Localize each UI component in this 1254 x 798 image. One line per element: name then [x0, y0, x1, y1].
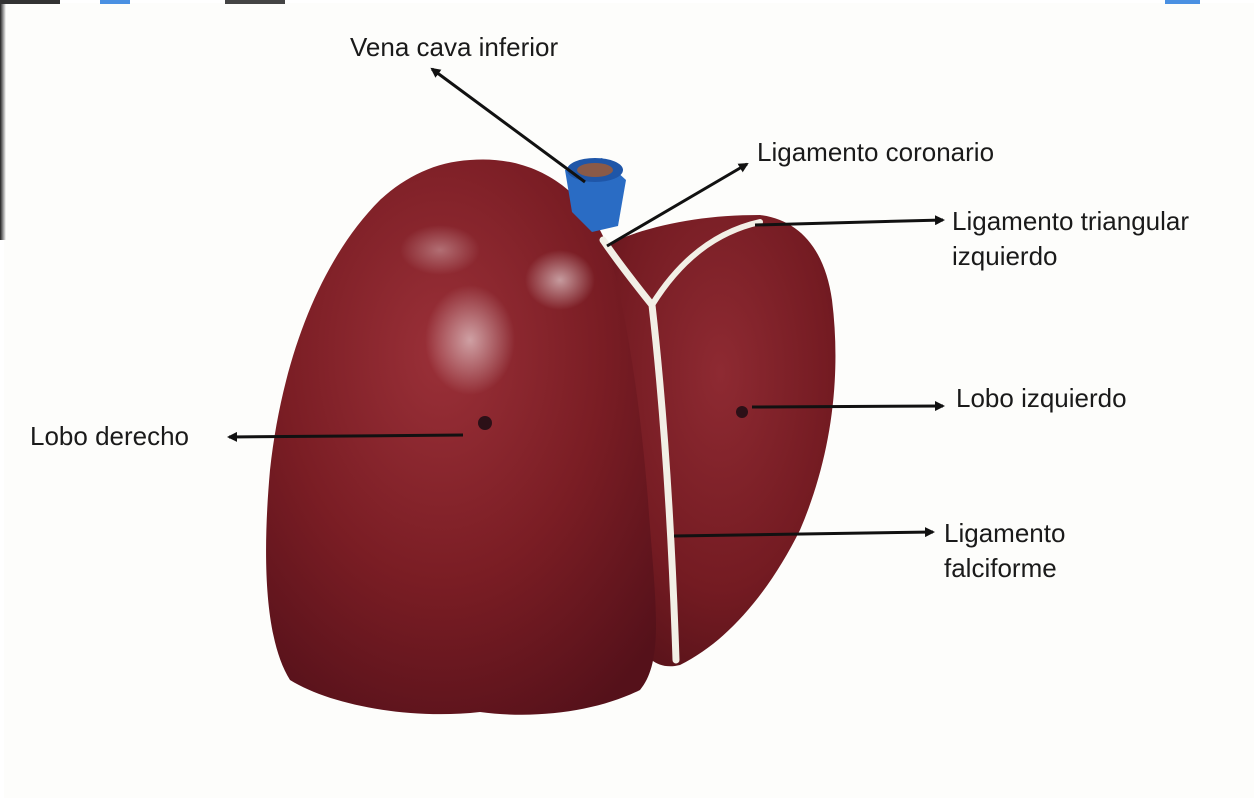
lobe-mark [736, 406, 748, 418]
label-line: falciforme [944, 551, 1065, 586]
label-lobo-derecho: Lobo derecho [30, 419, 189, 454]
lobe-highlight [400, 225, 480, 275]
label-line: izquierdo [952, 239, 1189, 274]
arrow-lobo-izquierdo [752, 406, 943, 407]
label-line: Ligamento triangular [952, 204, 1189, 239]
arrow-lobo-derecho [229, 435, 463, 437]
label-line: Ligamento [944, 516, 1065, 551]
label-vena-cava-inferior: Vena cava inferior [350, 30, 558, 65]
label-lobo-izquierdo: Lobo izquierdo [956, 381, 1127, 416]
lobe-highlight [525, 250, 595, 310]
label-ligamento-falciforme: Ligamento falciforme [944, 516, 1065, 586]
lobe-mark [478, 416, 492, 430]
lobe-highlight [425, 285, 515, 395]
label-ligamento-triangular: Ligamento triangular izquierdo [952, 204, 1189, 274]
label-ligamento-coronario: Ligamento coronario [757, 135, 994, 170]
